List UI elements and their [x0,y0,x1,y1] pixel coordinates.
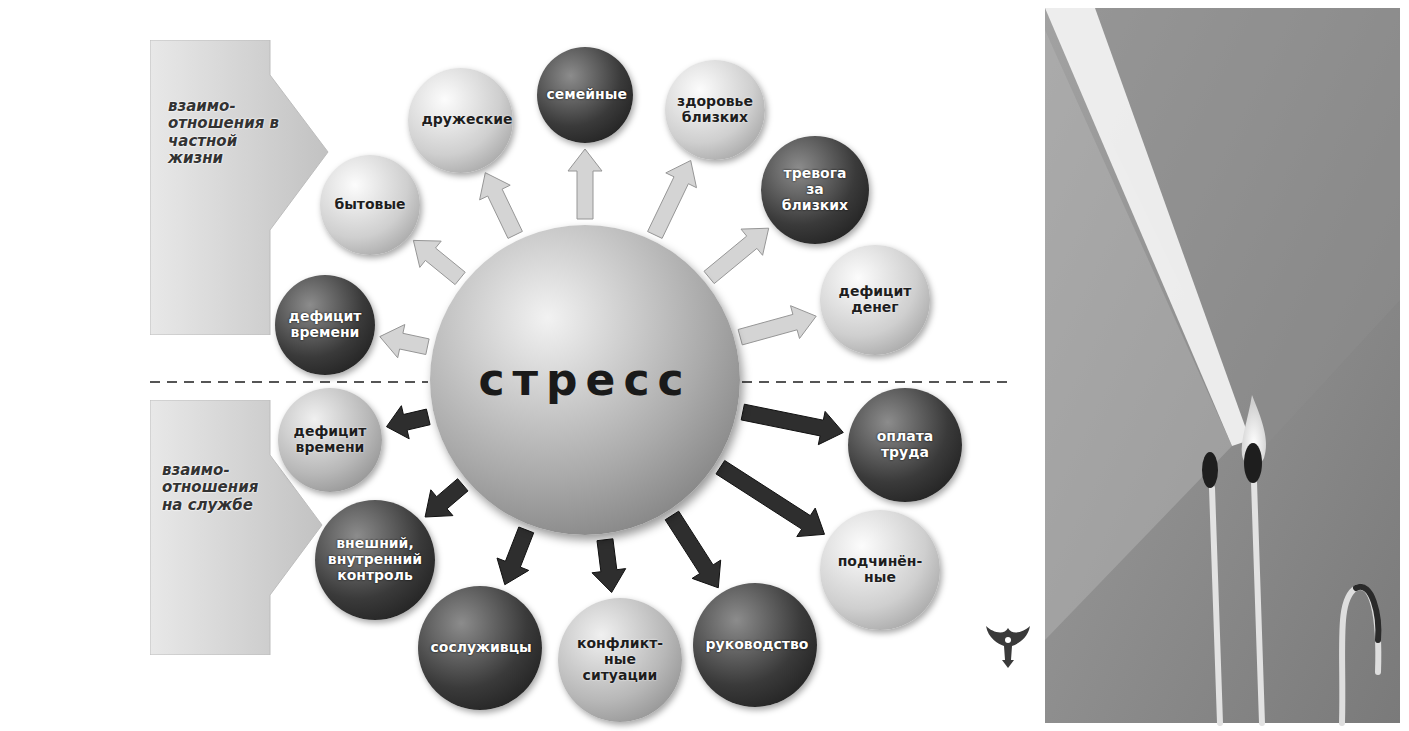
logo-emblem [986,626,1030,668]
factor-label: подчинён- ные [832,554,928,585]
block-arrow [480,173,523,239]
factor-circle: бытовые [320,155,420,255]
block-arrow [425,479,468,517]
block-arrow [592,539,626,593]
block-arrow [648,161,697,239]
factor-label: конфликт- ные ситуации [571,636,670,683]
block-arrow [741,404,843,445]
label-stack: руководство [706,637,805,653]
factor-label: оплата труда [860,429,951,460]
factor-label: сослуживцы [431,640,530,656]
block-arrow [568,149,602,219]
match-head [1244,443,1262,483]
factor-label: здоровье близких [675,94,755,125]
block-arrow [716,461,825,537]
factor-circle: дефицит времени [278,388,382,492]
block-arrow [704,228,769,283]
factor-circle: конфликт- ные ситуации [558,598,682,722]
label-stack: дружеские [422,112,499,128]
factor-label: дефицит времени [289,424,372,455]
factor-label: тревога за близких [774,166,857,213]
factor-label: руководство [706,637,805,653]
match-stick [1254,482,1262,723]
label-stack: дефицит денег [831,284,919,315]
burnt-match [1342,587,1378,723]
block-arrow [665,511,721,588]
factor-label: дружеские [422,112,499,128]
label-stack: сослуживцы [431,640,530,656]
block-arrow [738,306,816,345]
label-stack: стресс [478,355,691,404]
photo-ground [1045,8,1400,723]
label-stack: дефицит времени [289,424,372,455]
factor-circle: здоровье близких [665,60,765,160]
factor-circle: руководство [693,583,817,707]
block-arrow [387,406,431,439]
factor-circle: дружеские [408,68,513,173]
factor-circle: подчинён- ные [820,510,940,630]
factor-label: дефицит денег [831,284,919,315]
band-label: взаимо- отношения в частной жизни [168,98,293,167]
label-stack: бытовые [334,197,405,213]
factor-circle: внешний, внутренний контроль [315,500,435,620]
burnt-match-end [1356,587,1378,640]
divider-line [150,381,428,383]
label-stack: внешний, внутренний контроль [327,536,423,583]
match-head [1202,452,1218,488]
label-stack: конфликт- ные ситуации [571,636,670,683]
factor-circle: семейные [537,47,633,143]
center-label: стресс [478,355,691,404]
factor-label: дефицит времени [285,309,365,340]
factor-circle: сослуживцы [418,586,542,710]
label-stack: здоровье близких [675,94,755,125]
block-arrow [380,325,429,358]
factor-label: бытовые [334,197,405,213]
block-arrow [413,240,465,284]
center-circle: стресс [430,225,740,535]
label-stack: подчинён- ные [832,554,928,585]
label-stack: оплата труда [860,429,951,460]
label-stack: тревога за близких [774,166,857,213]
factor-circle: дефицит времени [275,275,375,375]
factor-label: внешний, внутренний контроль [327,536,423,583]
photo-highlight [1045,30,1232,640]
label-stack: семейные [547,87,624,103]
match-stick [1212,488,1220,723]
factor-circle: оплата труда [848,388,962,502]
factor-circle: тревога за близких [761,136,869,244]
factor-label: семейные [547,87,624,103]
factor-circle: дефицит денег [820,245,930,355]
block-arrow [497,527,534,585]
label-stack: дефицит времени [285,309,365,340]
divider-line [742,381,1010,383]
band-label: взаимо- отношения на службе [162,462,280,514]
